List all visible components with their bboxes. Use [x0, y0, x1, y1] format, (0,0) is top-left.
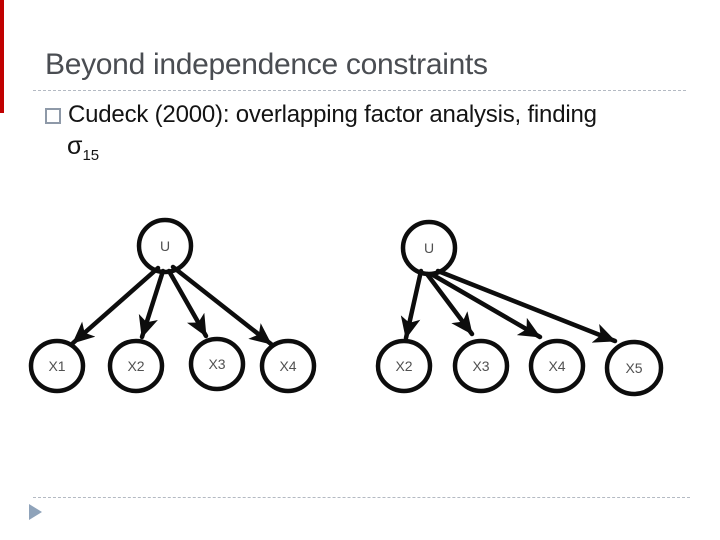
node-left-X2 [107, 338, 165, 394]
node-left-X1 [28, 338, 86, 394]
node-label-left-X2: X2 [127, 358, 144, 374]
page-title: Beyond independence constraints [45, 48, 488, 81]
node-right-X3 [452, 338, 510, 394]
node-right-X5 [604, 339, 664, 397]
node-label-left-U: U [160, 238, 170, 254]
node-label-right-U: U [424, 240, 434, 256]
edge-right-U-X5 [435, 268, 618, 344]
node-right-X4 [528, 338, 586, 394]
left-factor-diagram: U X1 X2 X3 X4 [28, 217, 317, 394]
node-left-X4 [259, 338, 317, 394]
node-label-left-X1: X1 [48, 358, 65, 374]
sigma-symbol: σ [67, 132, 83, 160]
right-factor-diagram: U X2 X3 X4 X5 [375, 219, 664, 397]
bullet-text-line2: σ15 [67, 132, 99, 164]
node-label-right-X2: X2 [395, 358, 412, 374]
edge-left-U-X4 [170, 264, 274, 347]
node-label-right-X3: X3 [472, 358, 489, 374]
bullet-text: Cudeck (2000): overlapping factor analys… [68, 101, 597, 128]
accent-bar [0, 0, 4, 113]
edge-right-U-X3 [424, 271, 475, 337]
sigma-subscript: 15 [82, 147, 100, 164]
edge-left-U-X2 [138, 268, 166, 340]
node-label-left-X4: X4 [279, 358, 296, 374]
node-left-X3 [188, 336, 246, 392]
bullet-square-icon [45, 108, 61, 124]
edge-left-U-X1 [70, 265, 161, 346]
node-right-X2 [375, 338, 433, 394]
next-arrow-icon [29, 504, 42, 520]
bullet-item: Cudeck (2000): overlapping factor analys… [45, 101, 597, 129]
node-label-left-X3: X3 [208, 356, 225, 372]
footer-divider [33, 497, 690, 498]
edge-left-U-X3 [166, 268, 209, 339]
node-label-right-X5: X5 [625, 360, 642, 376]
title-divider [33, 90, 686, 91]
node-label-right-X4: X4 [548, 358, 565, 374]
edge-right-U-X2 [400, 268, 424, 341]
edge-right-U-X4 [430, 272, 543, 340]
